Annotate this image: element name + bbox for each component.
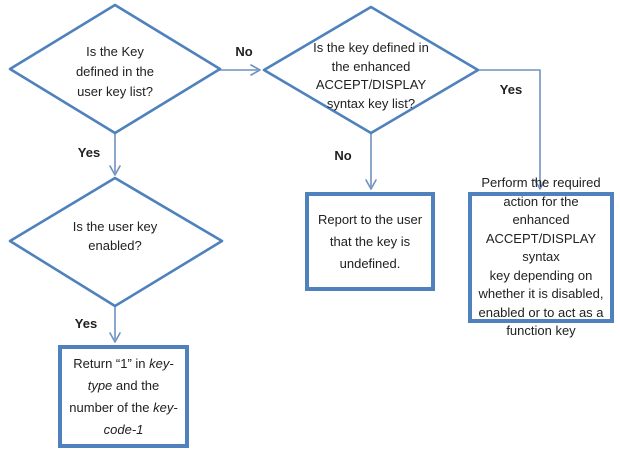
- decision-user-key-text: Is the Key defined in the user key list?: [75, 44, 155, 99]
- process-box-return-key: Return “1” in key-type and the number of…: [58, 345, 189, 448]
- decision-diamond-enhanced-key: [262, 5, 480, 135]
- decision-key-enabled-text: Is the user key enabled?: [72, 219, 158, 253]
- perform-action-text: Perform the required action for the enha…: [478, 175, 604, 339]
- return-key-segment-1: Return “1” in: [73, 355, 150, 371]
- arrow-no-to-report-box: [365, 133, 377, 190]
- arrow-yes-to-enabled-diamond: [109, 133, 121, 176]
- return-key-segment-3: and the number of the: [69, 377, 160, 415]
- decision-diamond-key-enabled: [8, 176, 224, 308]
- arrow-no-to-enhanced-diamond: [219, 64, 261, 76]
- branch-label-no-middle: No: [334, 148, 352, 163]
- branch-label-yes-bottom: Yes: [74, 316, 98, 331]
- arrow-yes-to-perform-box: [477, 69, 546, 190]
- branch-label-yes-left: Yes: [77, 145, 101, 160]
- return-key-segment-key-type: key-type: [87, 355, 174, 393]
- process-box-report-undefined: Report to the user that the key is undef…: [305, 192, 435, 291]
- return-key-segment-key-code: key-code-1: [103, 399, 178, 437]
- decision-diamond-user-key: [8, 3, 222, 135]
- process-box-perform-action: Perform the required action for the enha…: [468, 175, 614, 338]
- return-key-text: Return “1” in key-type and the number of…: [65, 353, 183, 441]
- decision-enhanced-key-text: Is the key defined in the enhanced ACCEP…: [313, 40, 429, 111]
- report-undefined-text: Report to the user that the key is undef…: [317, 211, 423, 271]
- branch-label-yes-right: Yes: [499, 82, 523, 97]
- branch-label-no-top: No: [235, 44, 253, 59]
- arrow-yes-to-return-box: [109, 306, 121, 343]
